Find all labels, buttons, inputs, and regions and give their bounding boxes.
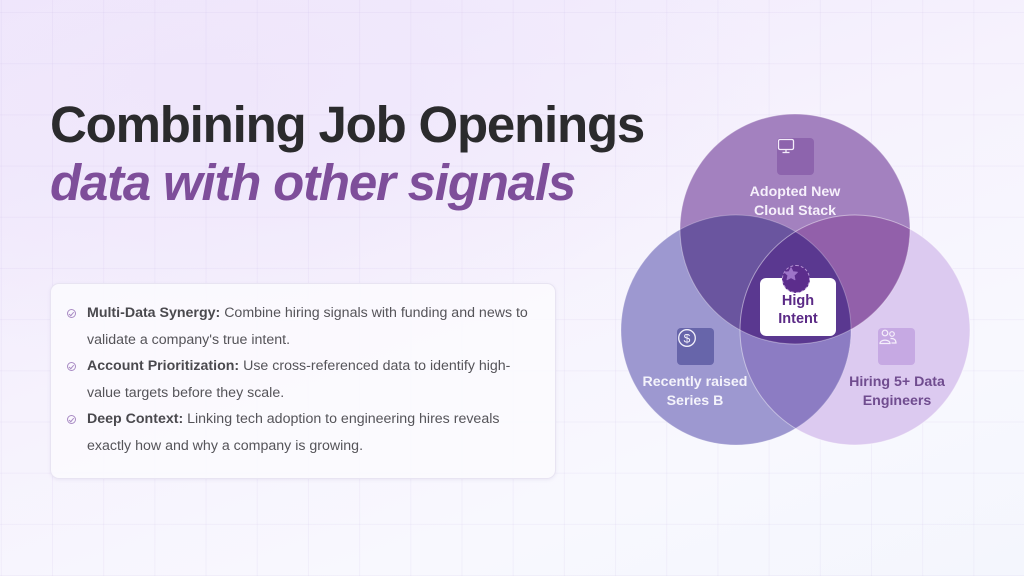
svg-text:$: $ (684, 331, 691, 345)
monitor-icon (777, 138, 795, 154)
high-intent-badge: High Intent (760, 278, 836, 336)
benefit-title: Deep Context: (87, 411, 184, 427)
circle-label-series-b: Recently raised Series B (642, 374, 748, 409)
title-line-primary: Combining Job Openings (50, 96, 645, 153)
benefit-item: Multi-Data Synergy: Combine hiring signa… (65, 300, 535, 353)
benefit-description: Linking tech adoption to engineering hir… (87, 411, 500, 454)
benefit-description: Use cross-referenced data to identify hi… (87, 358, 511, 401)
check-circle-icon (67, 362, 76, 371)
users-icon-box (878, 328, 915, 365)
check-circle-icon (67, 309, 76, 318)
dollar-icon: $ (678, 329, 696, 347)
benefit-item: Deep Context: Linking tech adoption to e… (65, 406, 535, 459)
title-line-accent: data with other signals (50, 154, 576, 211)
benefit-description: Combine hiring signals with funding and … (87, 305, 528, 348)
benefit-title: Account Prioritization: (87, 358, 240, 374)
benefit-title: Multi-Data Synergy: (87, 305, 221, 321)
benefit-item: Account Prioritization: Use cross-refere… (65, 353, 535, 406)
benefits-card: Multi-Data Synergy: Combine hiring signa… (50, 283, 556, 479)
star-badge (782, 265, 810, 293)
check-circle-icon (67, 415, 76, 424)
page-title: Combining Job Openings data with other s… (50, 96, 645, 212)
star-icon (784, 267, 798, 281)
venn-diagram: Adopted New Cloud Stack $ Recently raise… (600, 110, 1000, 460)
circle-label-hiring: Hiring 5+ Data Engineers (849, 374, 945, 409)
monitor-icon-box (777, 138, 814, 175)
dollar-icon-box: $ (677, 328, 714, 365)
users-icon (879, 329, 897, 345)
circle-label-cloud-stack: Adopted New Cloud Stack (749, 184, 841, 219)
